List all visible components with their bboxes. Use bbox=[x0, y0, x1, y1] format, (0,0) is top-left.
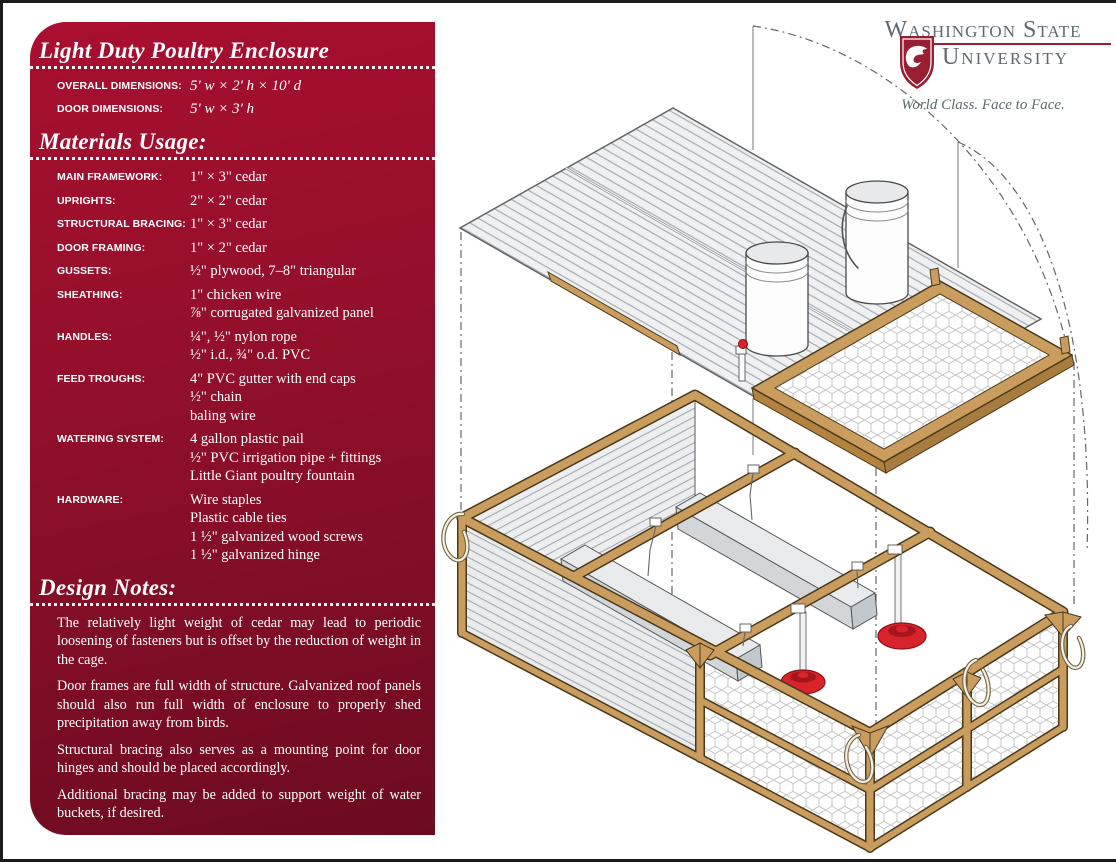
wsu-logo: Washington State University World Class.… bbox=[853, 18, 1113, 114]
material-label: UPRIGHTS: bbox=[57, 194, 116, 207]
bucket-valve bbox=[738, 339, 748, 349]
materials-heading: Materials Usage: bbox=[30, 129, 435, 160]
material-label: MAIN FRAMEWORK: bbox=[57, 171, 163, 183]
spec-value: 5' w × 2' h × 10' d bbox=[190, 78, 302, 94]
trough-chains bbox=[647, 472, 859, 647]
material-row: MAIN FRAMEWORK: 1" × 3" cedar bbox=[30, 168, 435, 187]
cage bbox=[441, 389, 1086, 853]
door-swing-arc-2 bbox=[957, 141, 1089, 553]
bucket-handle bbox=[841, 205, 859, 269]
material-row: STRUCTURAL BRACING: 1" × 3" cedar bbox=[30, 215, 435, 234]
notes-paragraphs: The relatively light weight of cedar may… bbox=[30, 614, 435, 823]
material-label: SHEATHING: bbox=[57, 288, 123, 301]
note-paragraph: Structural bracing also serves as a moun… bbox=[57, 741, 421, 777]
material-row: UPRIGHTS: 2" × 2" cedar bbox=[30, 192, 435, 211]
cougar-mark bbox=[905, 45, 927, 68]
poultry-fountain-1 bbox=[877, 553, 927, 650]
material-values: 2" × 2" cedar bbox=[190, 192, 267, 209]
material-label: FEED TROUGHS: bbox=[57, 372, 146, 385]
material-label: DOOR FRAMING: bbox=[57, 241, 146, 254]
wsu-shield-icon bbox=[899, 36, 934, 89]
material-values: 1" × 3" cedar bbox=[190, 169, 267, 185]
wsu-tagline: World Class. Face to Face. bbox=[901, 97, 1065, 113]
feed-trough-2 bbox=[675, 492, 878, 630]
door-corner-tab bbox=[929, 267, 941, 287]
note-paragraph: The relatively light weight of cedar may… bbox=[57, 614, 421, 668]
material-label: HANDLES: bbox=[57, 330, 113, 343]
bucket-right bbox=[841, 180, 909, 305]
materials-rows: MAIN FRAMEWORK: 1" × 3" cedar UPRIGHTS: … bbox=[30, 168, 435, 565]
material-label: STRUCTURAL BRACING: bbox=[57, 218, 186, 230]
note-paragraph: Additional bracing may be added to suppo… bbox=[57, 786, 421, 822]
material-values: 1" × 2" cedar bbox=[190, 239, 267, 256]
door-corner-tab bbox=[1059, 335, 1071, 355]
hanger-plates bbox=[647, 464, 903, 647]
water-buckets bbox=[735, 180, 909, 382]
roof-frame-rail bbox=[547, 270, 681, 357]
spec-rows: OVERALL DIMENSIONS: 5' w × 2' h × 10' d … bbox=[30, 77, 435, 119]
material-row: DOOR FRAMING: 1" × 2" cedar bbox=[30, 239, 435, 258]
door-mesh bbox=[773, 293, 1051, 450]
material-row: GUSSETS: ½" plywood, 7–8" triangular bbox=[30, 262, 435, 281]
spec-row: DOOR DIMENSIONS: 5' w × 3' h bbox=[30, 100, 435, 119]
spec-value: 5' w × 3' h bbox=[190, 101, 255, 117]
material-label: HARDWARE: bbox=[57, 493, 124, 506]
spec-label: OVERALL DIMENSIONS: bbox=[57, 80, 182, 92]
door-panel bbox=[750, 267, 1075, 474]
wsu-logo-rule bbox=[913, 43, 1111, 45]
spec-row: OVERALL DIMENSIONS: 5' w × 2' h × 10' d bbox=[30, 77, 435, 96]
note-paragraph: Door frames are full width of structure.… bbox=[57, 678, 421, 731]
material-row: FEED TROUGHS: 4" PVC gutter with end cap… bbox=[30, 370, 435, 426]
wsu-logo-line2: University bbox=[941, 44, 1070, 70]
page-title: Light Duty Poultry Enclosure bbox=[30, 38, 435, 69]
rope-handles bbox=[441, 511, 1086, 785]
cage-frame bbox=[456, 389, 1069, 853]
spec-label: DOOR DIMENSIONS: bbox=[57, 103, 164, 115]
material-values: ½" plywood, 7–8" triangular bbox=[190, 263, 357, 279]
material-values: 1" × 3" cedar bbox=[190, 216, 267, 232]
material-label: GUSSETS: bbox=[57, 265, 112, 277]
notes-heading: Design Notes: bbox=[30, 575, 435, 606]
bucket-left bbox=[735, 241, 809, 382]
door-swing-arc-1 bbox=[752, 25, 1067, 343]
spec-panel: Light Duty Poultry Enclosure OVERALL DIM… bbox=[30, 22, 435, 835]
poultry-fountain-2 bbox=[780, 611, 826, 695]
wsu-logo-line1: Washington State bbox=[884, 17, 1082, 43]
material-label: WATERING SYSTEM: bbox=[57, 433, 164, 445]
